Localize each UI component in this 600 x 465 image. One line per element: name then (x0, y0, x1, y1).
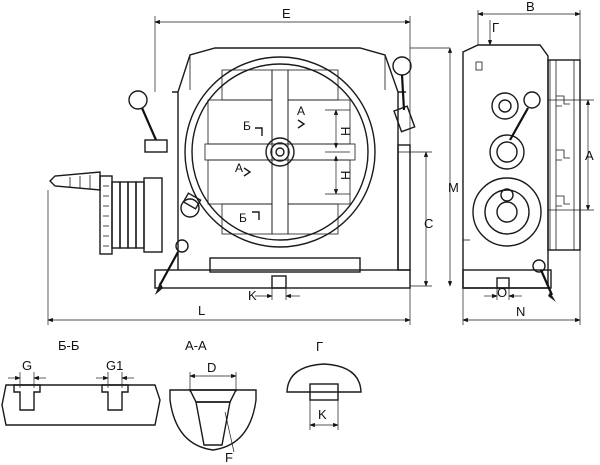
section-mark-b2: Б (239, 211, 247, 225)
section-bb: Б-Б G G1 (1, 338, 161, 426)
key-slot (271, 275, 287, 289)
dim-f: F (225, 450, 233, 465)
body-outline (177, 47, 399, 270)
dim-a: A (585, 148, 594, 163)
handwheel (49, 171, 163, 255)
view-g-marker: Г (492, 20, 499, 35)
dim-h2: H (338, 171, 353, 180)
dim-k: K (248, 288, 257, 303)
front-view: Б Б A A H H (47, 6, 459, 325)
side-body (462, 44, 549, 289)
section-mark-b1: Б (243, 119, 251, 133)
dim-g: G (22, 358, 32, 373)
dim-d: D (207, 360, 216, 375)
dim-e: E (282, 6, 291, 21)
view-g-title: Г (316, 339, 323, 354)
section-aa-title: A-A (185, 338, 207, 353)
base-step (209, 257, 361, 273)
dim-h1: H (338, 127, 353, 136)
dim-c: C (424, 216, 433, 231)
dim-b: B (526, 0, 535, 14)
t-slots (204, 69, 356, 235)
dim-m: M (448, 180, 459, 195)
side-view: O B Г A N (462, 0, 594, 325)
center-hub (265, 137, 295, 167)
clamp-bolt (180, 192, 202, 218)
left-lower-handle (155, 239, 189, 295)
table-outer-circle (184, 56, 376, 248)
table-inner-circle (191, 63, 369, 241)
dim-o: O (497, 285, 507, 300)
section-mark-a1: A (297, 104, 305, 118)
dim-k2: K (318, 407, 327, 422)
top-right-handle (392, 56, 416, 133)
side-table (547, 59, 581, 251)
side-wheel-boss (472, 177, 542, 247)
dim-l: L (198, 303, 205, 318)
base-plate (154, 269, 411, 289)
dim-g1: G1 (106, 358, 123, 373)
dim-n: N (516, 304, 525, 319)
left-upper-handle (128, 90, 168, 153)
section-mark-a2: A (235, 161, 243, 175)
view-g: Г K (286, 339, 362, 430)
section-aa: A-A D F (169, 338, 257, 465)
section-bb-title: Б-Б (58, 338, 79, 353)
